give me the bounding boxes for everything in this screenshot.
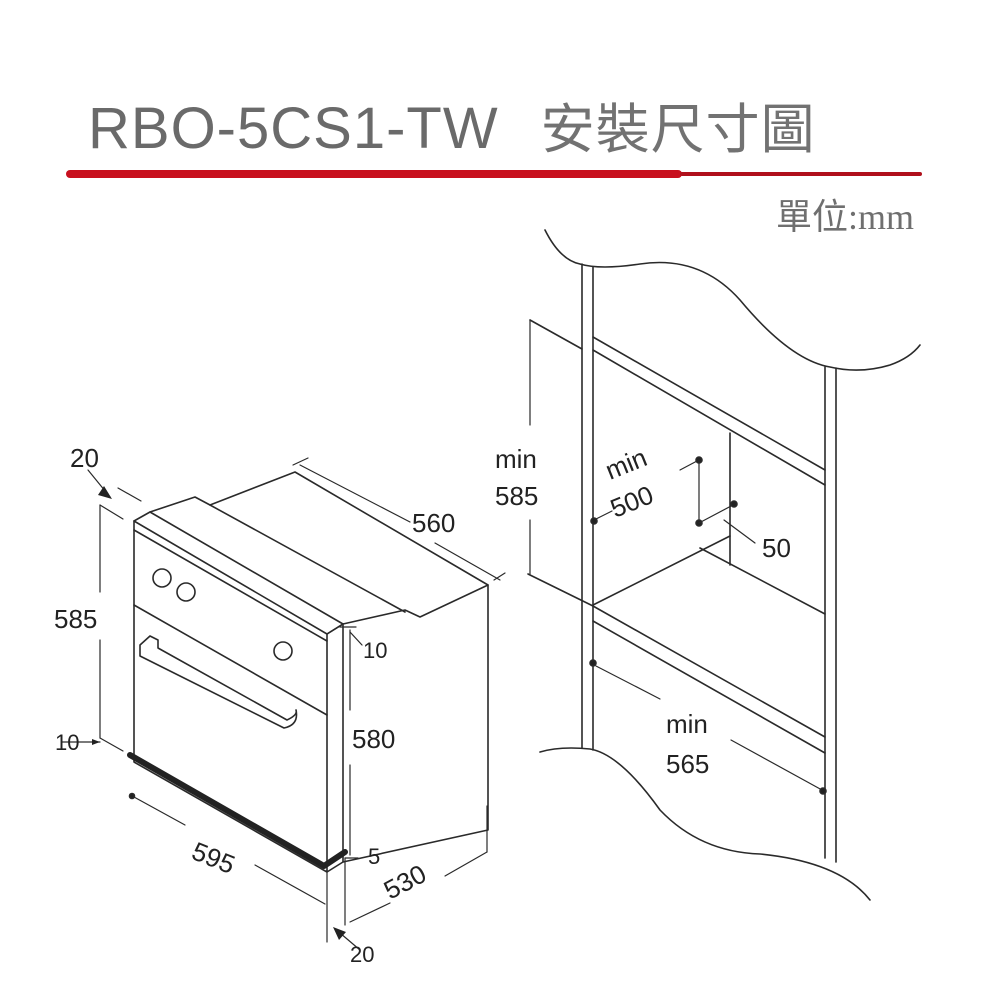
title-chinese: 安裝尺寸圖	[540, 98, 816, 161]
dim-label-gap: 50	[762, 533, 791, 563]
oven-knob-1	[152, 568, 172, 588]
oven-front-top-edge	[133, 511, 344, 635]
dim-label-depth-bottom: 530	[379, 858, 431, 905]
dim-label-min-width-prefix: min	[666, 709, 708, 739]
dim-label-front-panel-offset: 10	[363, 638, 387, 663]
oven-front-face	[133, 520, 328, 873]
dim-label-min-height: 585	[495, 481, 538, 511]
oven-illustration	[61, 457, 506, 951]
title-underline-thin	[680, 172, 922, 176]
dim-label-min-depth-prefix: min	[601, 442, 651, 486]
dim-label-depth-top: 560	[412, 508, 455, 538]
dim-label-bottom-offset: 5	[368, 844, 380, 869]
dim-label-top-left-offset: 20	[70, 443, 99, 473]
cabinet-bottom-cut	[539, 747, 871, 901]
cabinet-top-cut	[544, 229, 921, 371]
dim-label-bottom-left-offset: 10	[55, 730, 79, 755]
title-underline-thick	[66, 170, 682, 178]
oven-top-face	[149, 471, 489, 625]
oven-knob-2	[176, 582, 196, 602]
dim-label-min-depth: 500	[606, 479, 657, 523]
dim-label-width: 595	[188, 836, 239, 880]
model-number: RBO-5CS1-TW	[88, 96, 499, 161]
oven-body-side	[342, 584, 489, 863]
unit-label: 單位:mm	[775, 197, 914, 237]
oven-panel-side	[326, 623, 344, 873]
dim-label-bottom-right-offset: 20	[350, 942, 374, 967]
oven-bottom-trim	[127, 752, 348, 869]
oven-knob-3	[273, 641, 293, 661]
dim-label-body-height: 580	[352, 724, 395, 754]
cabinet-illustration	[527, 229, 921, 901]
dim-label-min-height-prefix: min	[495, 444, 537, 474]
dim-label-min-width: 565	[666, 749, 709, 779]
oven-door-handle	[139, 635, 298, 729]
dim-label-height: 585	[54, 604, 97, 634]
